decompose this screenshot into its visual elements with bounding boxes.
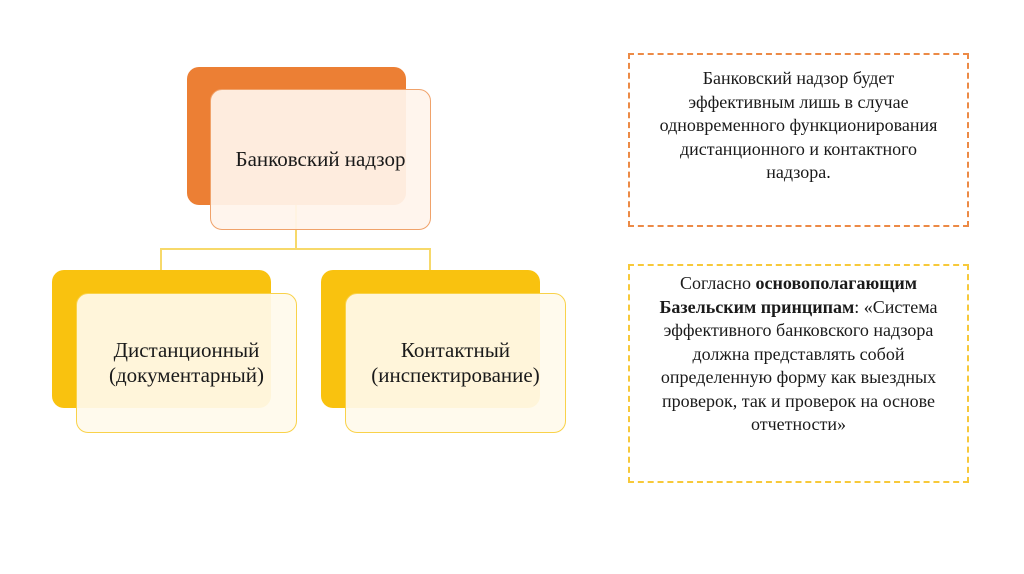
root-node: Банковский надзор xyxy=(210,89,431,230)
root-node-label: Банковский надзор xyxy=(235,147,406,171)
note-basel-bold: основополагающим Базельским принципам xyxy=(659,273,918,317)
connector-right-drop xyxy=(429,248,431,272)
child-node-remote-line1: Дистанционный xyxy=(113,338,260,362)
connector-horizontal xyxy=(160,248,431,250)
connector-left-drop xyxy=(160,248,162,272)
child-node-onsite-line1: Контактный xyxy=(400,338,511,362)
child-node-remote-line2: (документарный) xyxy=(109,363,264,387)
note-effectiveness: Банковский надзор будет эффективным лишь… xyxy=(628,53,969,227)
note-basel-prefix: Согласно xyxy=(679,273,756,293)
note-basel-quote: «Система эффективного банковского надзор… xyxy=(660,296,938,435)
note-effectiveness-text: Банковский надзор будет эффективным лишь… xyxy=(659,68,938,182)
note-basel-principles: Согласно основополагающим Базельским при… xyxy=(628,264,969,483)
child-node-onsite: Контактный (инспектирование) xyxy=(345,293,566,433)
child-node-onsite-line2: (инспектирование) xyxy=(371,363,540,387)
child-node-remote: Дистанционный (документарный) xyxy=(76,293,297,433)
note-basel-colon: : xyxy=(854,296,860,317)
